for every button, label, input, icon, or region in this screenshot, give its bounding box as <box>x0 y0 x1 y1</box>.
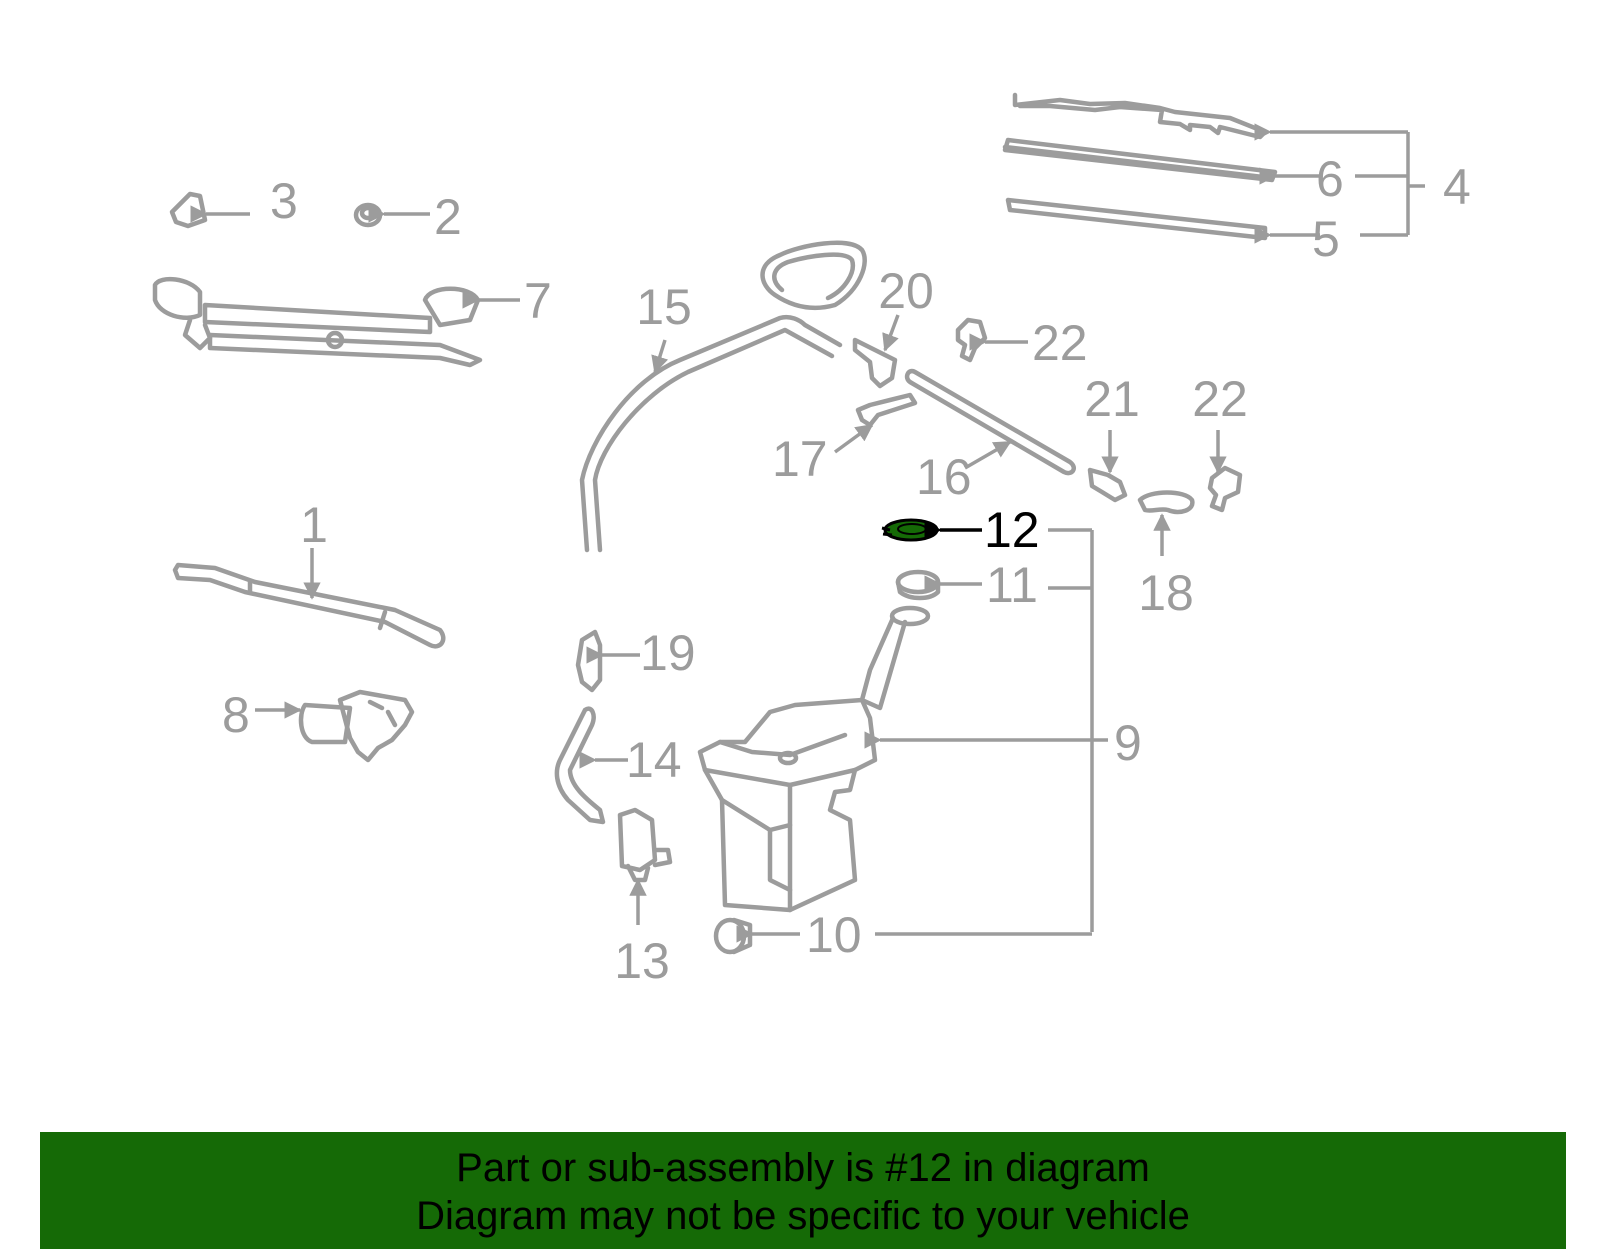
callout-6: 6 <box>1316 151 1344 207</box>
part-info-line: Part or sub-assembly is #12 in diagram <box>456 1146 1150 1190</box>
callout-15: 15 <box>636 279 692 335</box>
wiper-motor-part <box>298 689 415 763</box>
nozzle-20 <box>852 337 898 389</box>
connector-21 <box>1087 467 1128 503</box>
callout-16: 16 <box>916 449 972 505</box>
wiper-arm-part <box>172 562 446 649</box>
callout-13: 13 <box>614 933 670 989</box>
callout-22-top: 22 <box>1032 315 1088 371</box>
cap-seal-part-12 <box>881 518 939 542</box>
callout-14: 14 <box>626 732 682 788</box>
washer-hose-15 <box>579 314 843 553</box>
part-info-banner: Part or sub-assembly is #12 in diagram D… <box>40 1132 1566 1249</box>
reservoir-cap-part-11 <box>895 569 941 601</box>
callout-17: 17 <box>772 431 828 487</box>
callout-5: 5 <box>1312 211 1340 267</box>
washer-pump-part-13 <box>617 807 673 883</box>
callout-7: 7 <box>524 273 552 329</box>
hose-18 <box>1137 490 1195 515</box>
hose-17 <box>855 392 918 428</box>
clip-22-top <box>955 317 988 363</box>
clip-22-right <box>1207 465 1243 513</box>
wiper-linkage-part <box>152 276 483 368</box>
callout-18: 18 <box>1138 565 1194 621</box>
callout-22-right: 22 <box>1192 371 1248 427</box>
callout-19: 19 <box>640 625 696 681</box>
wiper-blade-assembly <box>1002 92 1278 241</box>
parts-diagram: 1 2 3 4 5 6 7 8 9 10 11 12 13 14 15 16 1… <box>152 92 1471 989</box>
callout-4: 4 <box>1443 159 1471 215</box>
callout-3: 3 <box>270 173 298 229</box>
callout-21: 21 <box>1084 371 1140 427</box>
hose-14 <box>554 706 606 825</box>
callout-20: 20 <box>878 263 934 319</box>
callout-1: 1 <box>300 497 328 553</box>
callout-2: 2 <box>434 189 462 245</box>
callout-8: 8 <box>222 687 250 743</box>
washer-reservoir-part-9 <box>697 605 931 913</box>
callout-9: 9 <box>1114 715 1142 771</box>
grommet-part-10 <box>713 917 753 955</box>
pivot-cap-part <box>169 191 208 229</box>
check-valve-19 <box>575 629 603 693</box>
callout-11: 11 <box>986 557 1038 613</box>
callout-10: 10 <box>806 907 862 963</box>
callout-12: 12 <box>984 502 1040 558</box>
nut-part <box>353 202 383 228</box>
tube-16 <box>904 368 1076 476</box>
disclaimer-line: Diagram may not be specific to your vehi… <box>416 1194 1190 1238</box>
hose-loop <box>760 240 867 310</box>
